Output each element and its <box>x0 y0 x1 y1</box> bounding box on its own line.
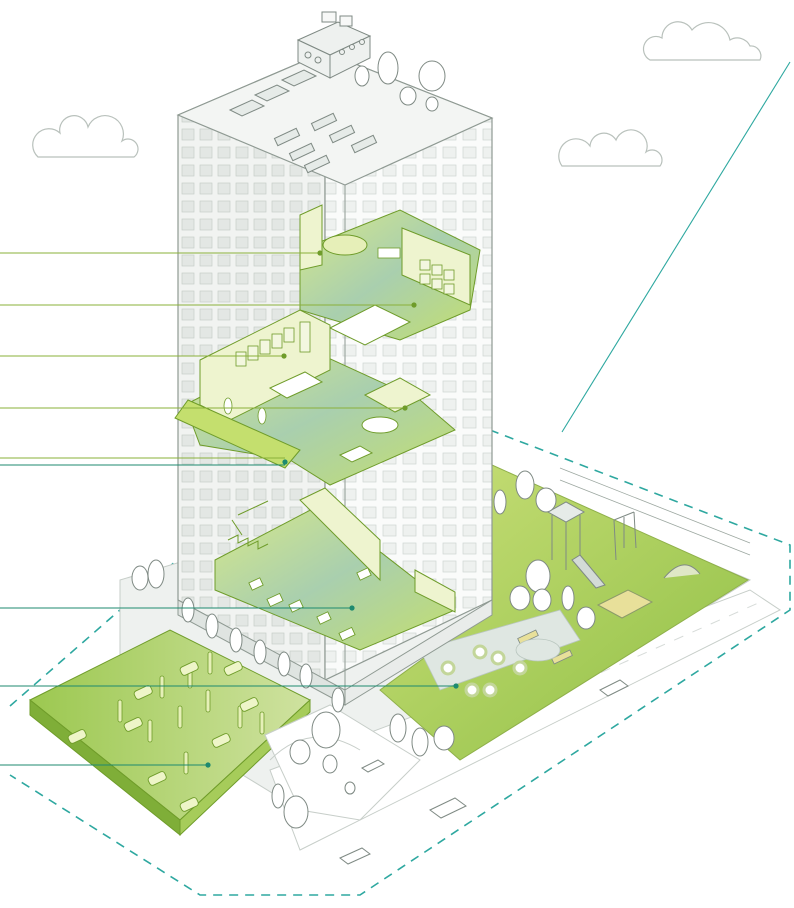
sofa-icon <box>363 377 432 413</box>
balcony-slab <box>174 399 301 469</box>
cloud-icon <box>642 21 762 61</box>
callout-kitchen <box>0 353 287 359</box>
sandbox-icon <box>596 589 654 619</box>
playground-tower-icon <box>546 501 606 589</box>
cutaway-upper <box>299 204 481 346</box>
street-trees <box>131 470 596 829</box>
kitchen-cabinets <box>235 321 311 367</box>
sun-lounger-icon <box>228 69 318 117</box>
path-lamps <box>440 644 528 698</box>
cutaway-lobby <box>214 487 456 651</box>
car-icon <box>67 661 259 812</box>
cloud-icon <box>558 129 663 167</box>
callout-lines <box>0 250 459 768</box>
lobby-seating <box>248 567 372 642</box>
callout-lobby <box>0 605 355 611</box>
callout-bedroom <box>0 302 417 308</box>
callout-living-room <box>0 405 408 411</box>
cloud-icon <box>32 115 139 158</box>
rooftop-benches <box>273 112 378 174</box>
dining-table-icon <box>268 371 324 399</box>
rooftop-equipment <box>296 11 372 79</box>
leader-line <box>561 61 791 433</box>
callout-parking <box>0 762 211 768</box>
armchair-icon <box>338 445 374 463</box>
callout-balcony <box>0 457 288 466</box>
callout-courtyard <box>0 683 459 689</box>
cutaway-middle <box>174 309 456 486</box>
bathtub-icon <box>322 234 368 256</box>
callout-bathroom <box>0 250 323 256</box>
vehicle-icons <box>339 679 629 865</box>
bed-icon <box>328 304 412 346</box>
swing-icon <box>613 511 637 561</box>
sink-icon <box>377 247 401 259</box>
staircase-icon <box>227 500 269 550</box>
coffee-table-icon <box>361 416 399 434</box>
climbing-arch-icon <box>663 564 701 579</box>
rooftop-trees <box>354 51 446 112</box>
bench-icon <box>551 649 573 665</box>
